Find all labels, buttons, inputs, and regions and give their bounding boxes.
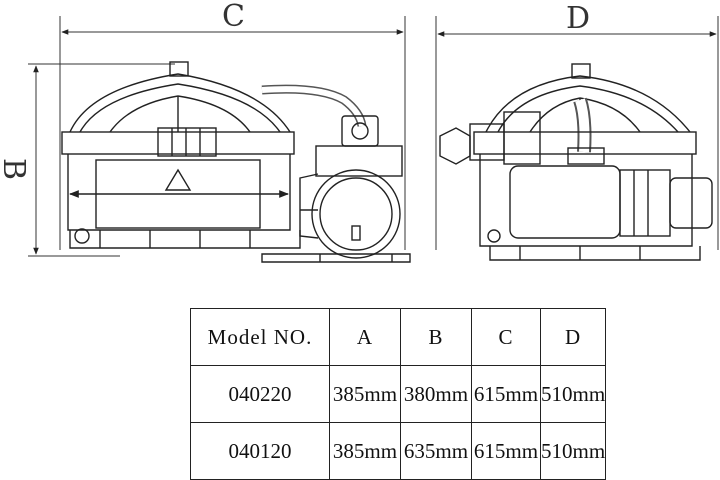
pump-technical-drawing: C B D (0, 0, 719, 263)
table-row: 040220 385mm 380mm 615mm 510mm (190, 365, 607, 423)
header-c: C (471, 308, 541, 366)
cell-d: 510mm (539, 422, 607, 480)
dimension-label-b: B (0, 158, 31, 180)
model-dimensions-table: Model NO. A B C D 040220 385mm 380mm 615… (190, 308, 607, 480)
cell-c: 615mm (471, 422, 541, 480)
table-header-row: Model NO. A B C D (190, 308, 607, 366)
dimension-label-d: D (566, 1, 590, 36)
cell-a: 385mm (329, 365, 401, 423)
cell-c: 615mm (471, 365, 541, 423)
header-model-no: Model NO. (190, 308, 330, 366)
pump-front-view (439, 63, 713, 261)
dimension-d (435, 16, 719, 250)
cell-d: 510mm (539, 365, 607, 423)
cell-model: 040120 (190, 422, 330, 480)
cell-a: 385mm (329, 422, 401, 480)
cell-b: 380mm (400, 365, 472, 423)
header-a: A (329, 308, 401, 366)
dimension-b (28, 63, 175, 257)
cell-b: 635mm (400, 422, 472, 480)
table-row: 040120 385mm 635mm 615mm 510mm (190, 422, 607, 480)
header-d: D (539, 308, 607, 366)
pump-side-view (61, 61, 411, 263)
cell-model: 040220 (190, 365, 330, 423)
header-b: B (400, 308, 472, 366)
dimension-c (59, 16, 406, 250)
dimension-label-c: C (222, 0, 245, 34)
